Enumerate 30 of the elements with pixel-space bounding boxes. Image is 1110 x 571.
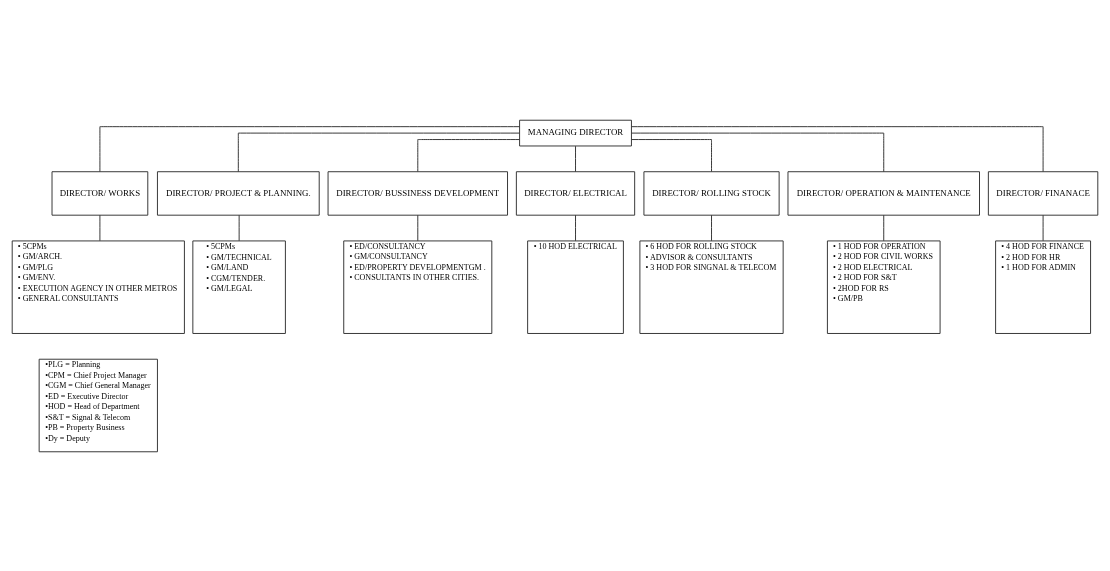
node-box: • 10 HOD ELECTRICAL <box>527 239 624 334</box>
connector <box>711 214 712 241</box>
node-box: DIRECTOR/ BUSSINESS DEVELOPMENT <box>327 170 508 216</box>
node-box: DIRECTOR/ OPERATION & MAINTENANCE <box>787 170 980 216</box>
node-box: DIRECTOR/ ROLLING STOCK <box>643 170 780 216</box>
connector <box>575 214 576 241</box>
node-box: • 1 HOD FOR OPERATION • 2 HOD FOR CIVIL WORKS • 2 HOD ELECTRICAL • 2 HOD FOR S&T • 2HOD FOR RS • GM/PB <box>826 239 941 334</box>
connector <box>238 214 240 241</box>
node-box: •PLG = Planning •CPM = Chief Project Manager •CGM = Chief General Manager •ED = Executive Director •HOD = Head of Department •S&T = Signal & Telecom •PB = Property Business •Dy = Deputy <box>38 358 158 452</box>
connector <box>631 138 712 172</box>
connector <box>1042 214 1044 241</box>
node-box: • 6 HOD FOR ROLLING STOCK • ADVISOR & CONSULTANTS • 3 HOD FOR SINGNAL & TELECOM <box>639 239 784 334</box>
connector <box>99 125 521 172</box>
node-box: DIRECTOR/ ELECTRICAL <box>515 170 636 216</box>
node-box: MANAGING DIRECTOR <box>519 119 632 146</box>
node-box: • 5CPMs • GM/TECHNICAL • GM/LAND • CGM/TENDER. • GM/LEGAL <box>192 239 286 334</box>
node-box: DIRECTOR/ PROJECT & PLANNING. <box>156 170 320 216</box>
connector <box>631 132 885 172</box>
connector <box>575 145 576 172</box>
node-box: • ED/CONSULTANCY • GM/CONSULTANCY • ED/PROPERTY DEVELOPMENTGM . • CONSULTANTS IN OTHER CITIES. <box>343 239 493 334</box>
connector <box>237 132 520 172</box>
node-box: • 5CPMs • GM/ARCH. • GM/PLG • GM/ENV. • EXECUTION AGENCY IN OTHER METROS • GENERAL CONSULTANTS <box>11 239 185 334</box>
connector <box>99 214 101 241</box>
node-box: • 4 HOD FOR FINANCE • 2 HOD FOR HR • 1 HOD FOR ADMIN <box>995 239 1092 334</box>
node-box: DIRECTOR/ FINANACE <box>987 170 1099 216</box>
connector <box>630 125 1044 172</box>
node-box: DIRECTOR/ WORKS <box>51 170 149 216</box>
connector <box>417 138 520 172</box>
connector <box>883 214 885 241</box>
connector <box>417 214 419 241</box>
